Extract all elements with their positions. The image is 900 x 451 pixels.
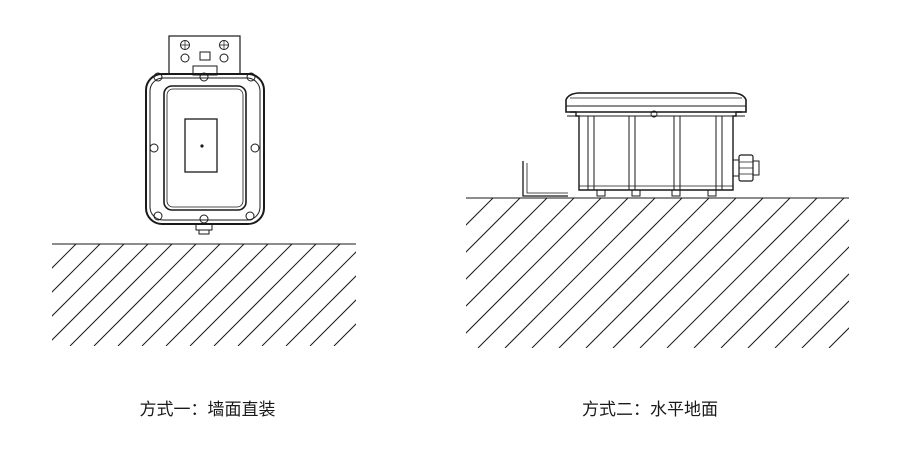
hatch-line (585, 198, 737, 348)
hatch-line (720, 219, 849, 348)
hatch-line (477, 198, 629, 348)
caption-wall-mount: 方式一：墙面直装 (139, 400, 276, 420)
caption-floor-mount: 方式二：水平地面 (582, 400, 718, 420)
hatch-line (52, 244, 149, 341)
hatch-line (261, 251, 356, 346)
wall-mount-figure (52, 35, 356, 346)
hatch-line (504, 198, 656, 348)
enclosure-front-view (145, 72, 265, 235)
enclosure-feet (596, 189, 717, 197)
hatch-line (666, 198, 818, 348)
hatch-line (213, 244, 317, 346)
enclosure-screws (149, 72, 260, 224)
enclosure-ribs (587, 116, 723, 190)
hatch-line (285, 275, 356, 346)
cable-gland (732, 154, 760, 182)
floor-mount-figure (466, 92, 849, 348)
hatch-line (333, 323, 356, 346)
l-bracket (522, 161, 568, 197)
hatch-line (52, 244, 101, 293)
hatch-line (558, 198, 710, 348)
hatch-line (165, 244, 269, 346)
wall-hatching (52, 244, 356, 346)
hatch-line (828, 327, 849, 348)
hatch-line (117, 244, 221, 346)
hatch-line (801, 300, 849, 348)
hatch-line (52, 244, 53, 245)
hatch-line (466, 198, 521, 253)
enclosure-side-view (565, 92, 760, 197)
mounting-bracket (168, 35, 241, 76)
hatch-line (93, 244, 197, 346)
hatch-line (466, 198, 575, 307)
hatch-line (466, 198, 602, 334)
hatch-line (189, 244, 293, 346)
hatch-line (141, 244, 245, 346)
hatch-line (309, 299, 356, 346)
hatch-line (466, 198, 467, 199)
hatch-line (466, 198, 494, 226)
hatch-line (747, 246, 849, 348)
hatch-line (69, 244, 173, 346)
hatch-line (774, 273, 849, 348)
hatch-line (52, 244, 77, 269)
hatch-line (531, 198, 683, 348)
hatch-line (612, 198, 764, 348)
hatch-line (693, 198, 845, 348)
hatch-line (466, 198, 548, 280)
hatch-line (237, 244, 341, 346)
floor-hatching (466, 198, 849, 348)
hatch-line (52, 244, 125, 317)
hatch-line (639, 198, 791, 348)
